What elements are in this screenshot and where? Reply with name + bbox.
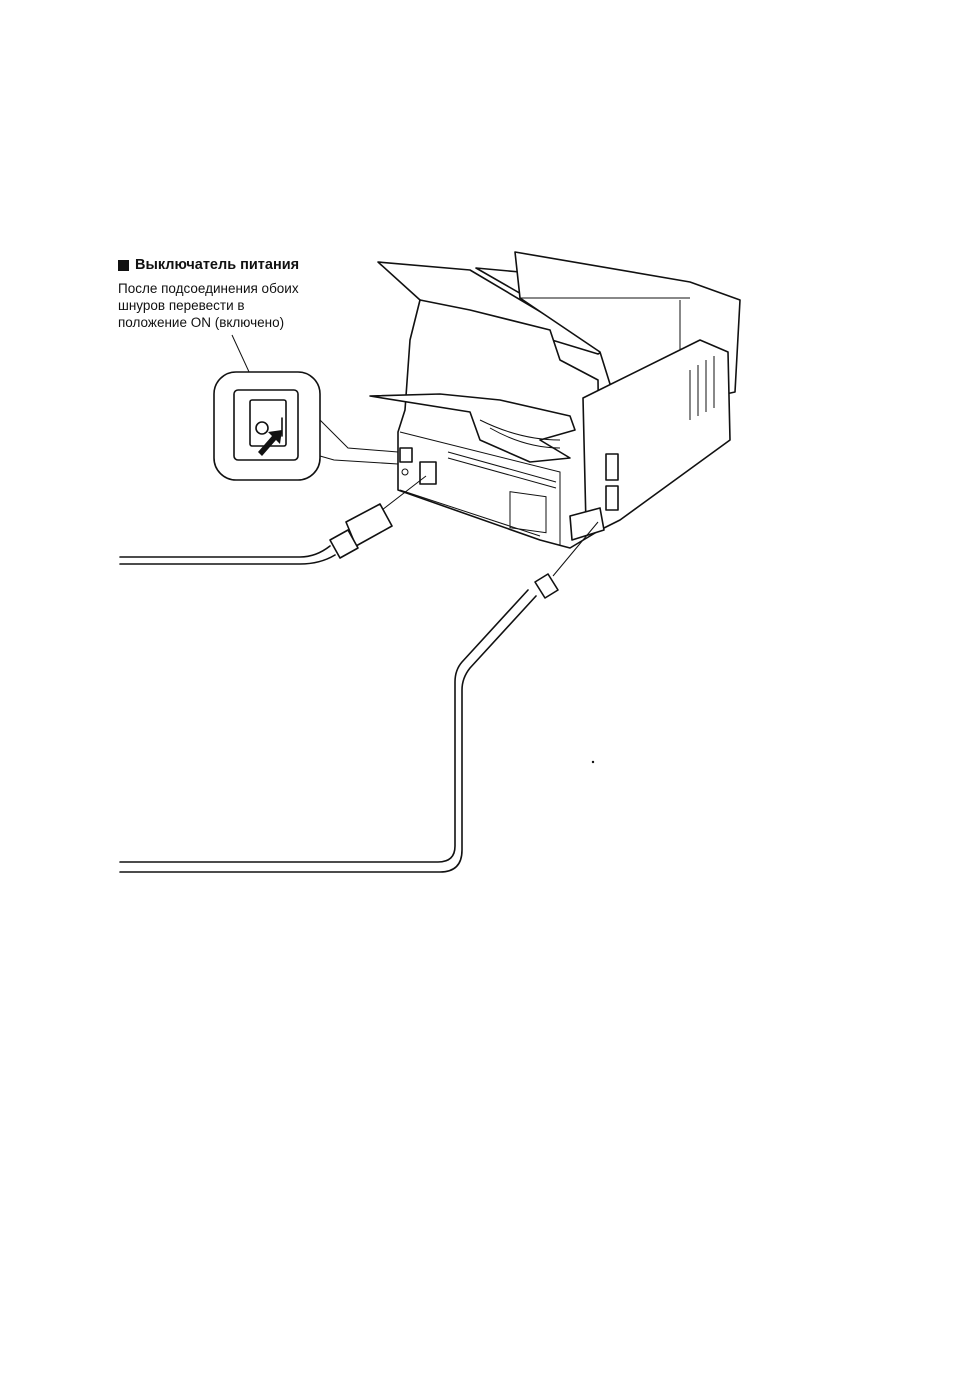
telephone-plug-icon xyxy=(120,522,598,872)
fax-machine-icon xyxy=(370,252,740,548)
power-plug-icon xyxy=(120,476,426,564)
callout-connector-top xyxy=(320,420,398,452)
callout-connector-bottom xyxy=(320,456,398,464)
power-switch-icon xyxy=(214,372,320,480)
speck xyxy=(592,761,594,763)
